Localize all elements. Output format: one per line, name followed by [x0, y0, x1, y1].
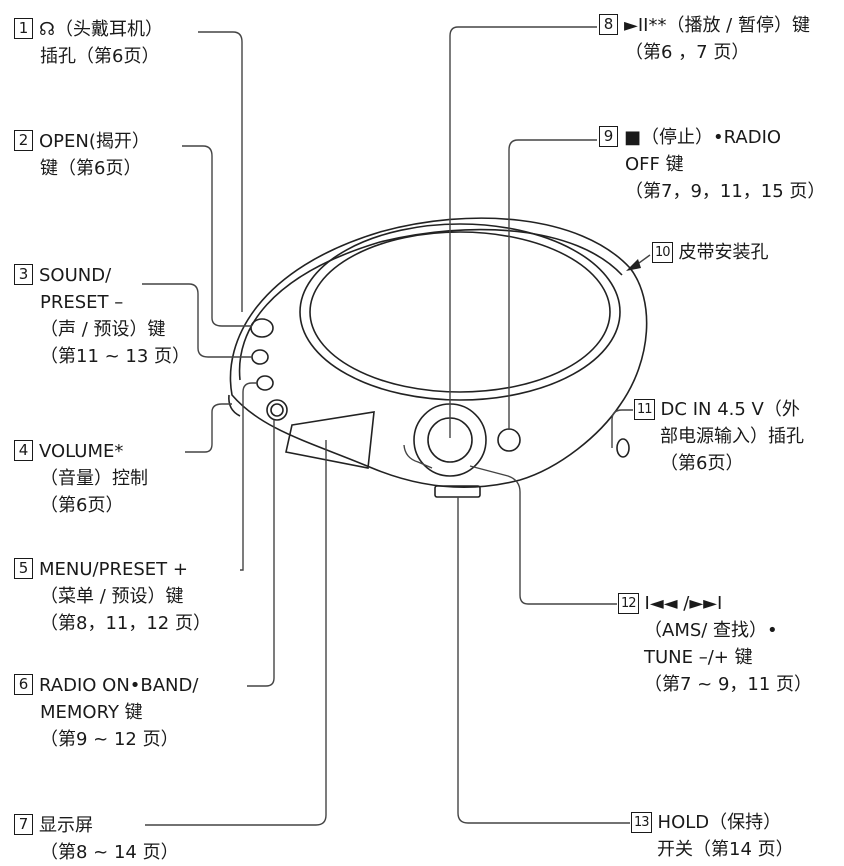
- callout-text: HOLD（保持）: [657, 812, 782, 833]
- callout-8: 8 ►II**（播放 / 暂停）键 （第6 ，7 页）: [599, 12, 810, 66]
- volume-wheel: [228, 394, 241, 417]
- callout-text: TUNE –/+ 键: [644, 647, 753, 668]
- callout-7: 7 显示屏 （第8 ~ 14 页）: [14, 812, 179, 866]
- callout-text: OPEN(揭开）: [39, 131, 150, 152]
- callout-text: （第8，11，12 页）: [40, 613, 211, 634]
- callout-text: 开关（第14 页）: [657, 839, 794, 860]
- callout-text: 显示屏: [39, 815, 93, 836]
- callout-number: 3: [14, 264, 33, 285]
- callout-5: 5 MENU/PRESET + （菜单 / 预设）键 （第8，11，12 页）: [14, 556, 211, 637]
- callout-text: （第11 ~ 13 页）: [40, 346, 191, 367]
- callout-number: 9: [599, 126, 618, 147]
- callout-text: MEMORY 键: [40, 702, 143, 723]
- callout-text: （AMS/ 查找）•: [644, 620, 778, 641]
- callout-3: 3 SOUND/ PRESET – （声 / 预设）键 （第11 ~ 13 页）: [14, 262, 190, 370]
- callout-number: 4: [14, 440, 33, 461]
- callout-text: I◄◄ /►►I: [644, 593, 723, 614]
- callout-text: （第8 ~ 14 页）: [40, 842, 179, 863]
- radio-button: [266, 399, 288, 421]
- callout-number: 11: [634, 399, 655, 420]
- callout-text: ►II**（播放 / 暂停）键: [624, 15, 810, 36]
- callout-number: 7: [14, 814, 33, 835]
- callout-text: 插孔（第6页）: [40, 46, 160, 67]
- callout-text: （第6页）: [660, 453, 744, 474]
- callout-text: MENU/PRESET +: [39, 559, 188, 580]
- display-window: [285, 411, 375, 469]
- callout-text: （菜单 / 预设）键: [40, 586, 184, 607]
- callout-6: 6 RADIO ON•BAND/ MEMORY 键 （第9 ~ 12 页）: [14, 672, 198, 753]
- callout-text: SOUND/: [39, 265, 112, 286]
- callout-9: 9 ■（停止）•RADIO OFF 键 （第7，9，11，15 页）: [599, 124, 825, 205]
- callout-text: RADIO ON•BAND/: [39, 675, 199, 696]
- callout-text: VOLUME*: [39, 441, 124, 462]
- callout-number: 10: [652, 242, 673, 263]
- callout-number: 1: [14, 18, 33, 39]
- callout-4: 4 VOLUME* （音量）控制 （第6页）: [14, 438, 148, 519]
- player-body: [229, 217, 648, 488]
- callout-text: （第7，9，11，15 页）: [625, 181, 826, 202]
- callout-number: 5: [14, 558, 33, 579]
- callout-text: 皮带安装孔: [678, 242, 769, 263]
- callout-2: 2 OPEN(揭开） 键（第6页）: [14, 128, 150, 182]
- stop-button: [497, 428, 521, 452]
- callout-1: 1 ☊（头戴耳机） 插孔（第6页）: [14, 16, 163, 70]
- callout-text: （声 / 预设）键: [40, 319, 166, 340]
- disc-lid: [299, 223, 621, 401]
- callout-text: （第6页）: [40, 495, 124, 516]
- callout-text: PRESET –: [40, 292, 124, 313]
- callout-number: 12: [618, 593, 639, 614]
- callout-text: DC IN 4.5 V（外: [660, 399, 800, 420]
- callout-text: ☊（头戴耳机）: [39, 19, 163, 40]
- callout-text: （第6 ，7 页）: [625, 42, 750, 63]
- callout-number: 2: [14, 130, 33, 151]
- callout-text: 部电源输入）插孔: [660, 426, 804, 447]
- callout-number: 6: [14, 674, 33, 695]
- callout-text: （第9 ~ 12 页）: [40, 729, 179, 750]
- callout-number: 13: [631, 812, 652, 833]
- menu-button: [256, 375, 274, 391]
- callout-text: OFF 键: [625, 154, 684, 175]
- open-button: [250, 318, 274, 338]
- callout-text: （第7 ~ 9，11 页）: [644, 674, 813, 695]
- callout-text: （音量）控制: [40, 468, 148, 489]
- callout-number: 8: [599, 14, 618, 35]
- dc-jack: [616, 438, 630, 458]
- callout-text: 键（第6页）: [40, 158, 142, 179]
- callout-text: ■（停止）•RADIO: [624, 127, 782, 148]
- sound-button: [251, 349, 269, 365]
